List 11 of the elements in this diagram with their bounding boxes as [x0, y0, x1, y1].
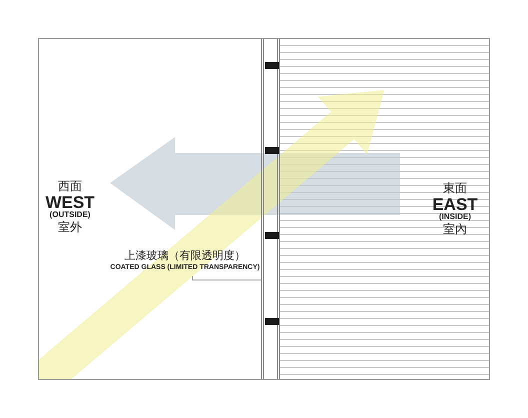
- direction-heading: EAST: [432, 196, 478, 213]
- direction-heading: WEST: [45, 194, 95, 211]
- direction-label: 東面: [443, 182, 467, 194]
- direction-label: 室外: [58, 221, 82, 233]
- material-label: 上漆玻璃（有限透明度）: [124, 248, 246, 263]
- direction-label: 西面: [58, 180, 82, 192]
- direction-label: 室內: [443, 223, 467, 235]
- glass-wall: [261, 39, 280, 379]
- direction-note: (INSIDE): [439, 213, 471, 221]
- leader-line: [192, 276, 262, 280]
- direction-note: (OUTSIDE): [50, 211, 90, 219]
